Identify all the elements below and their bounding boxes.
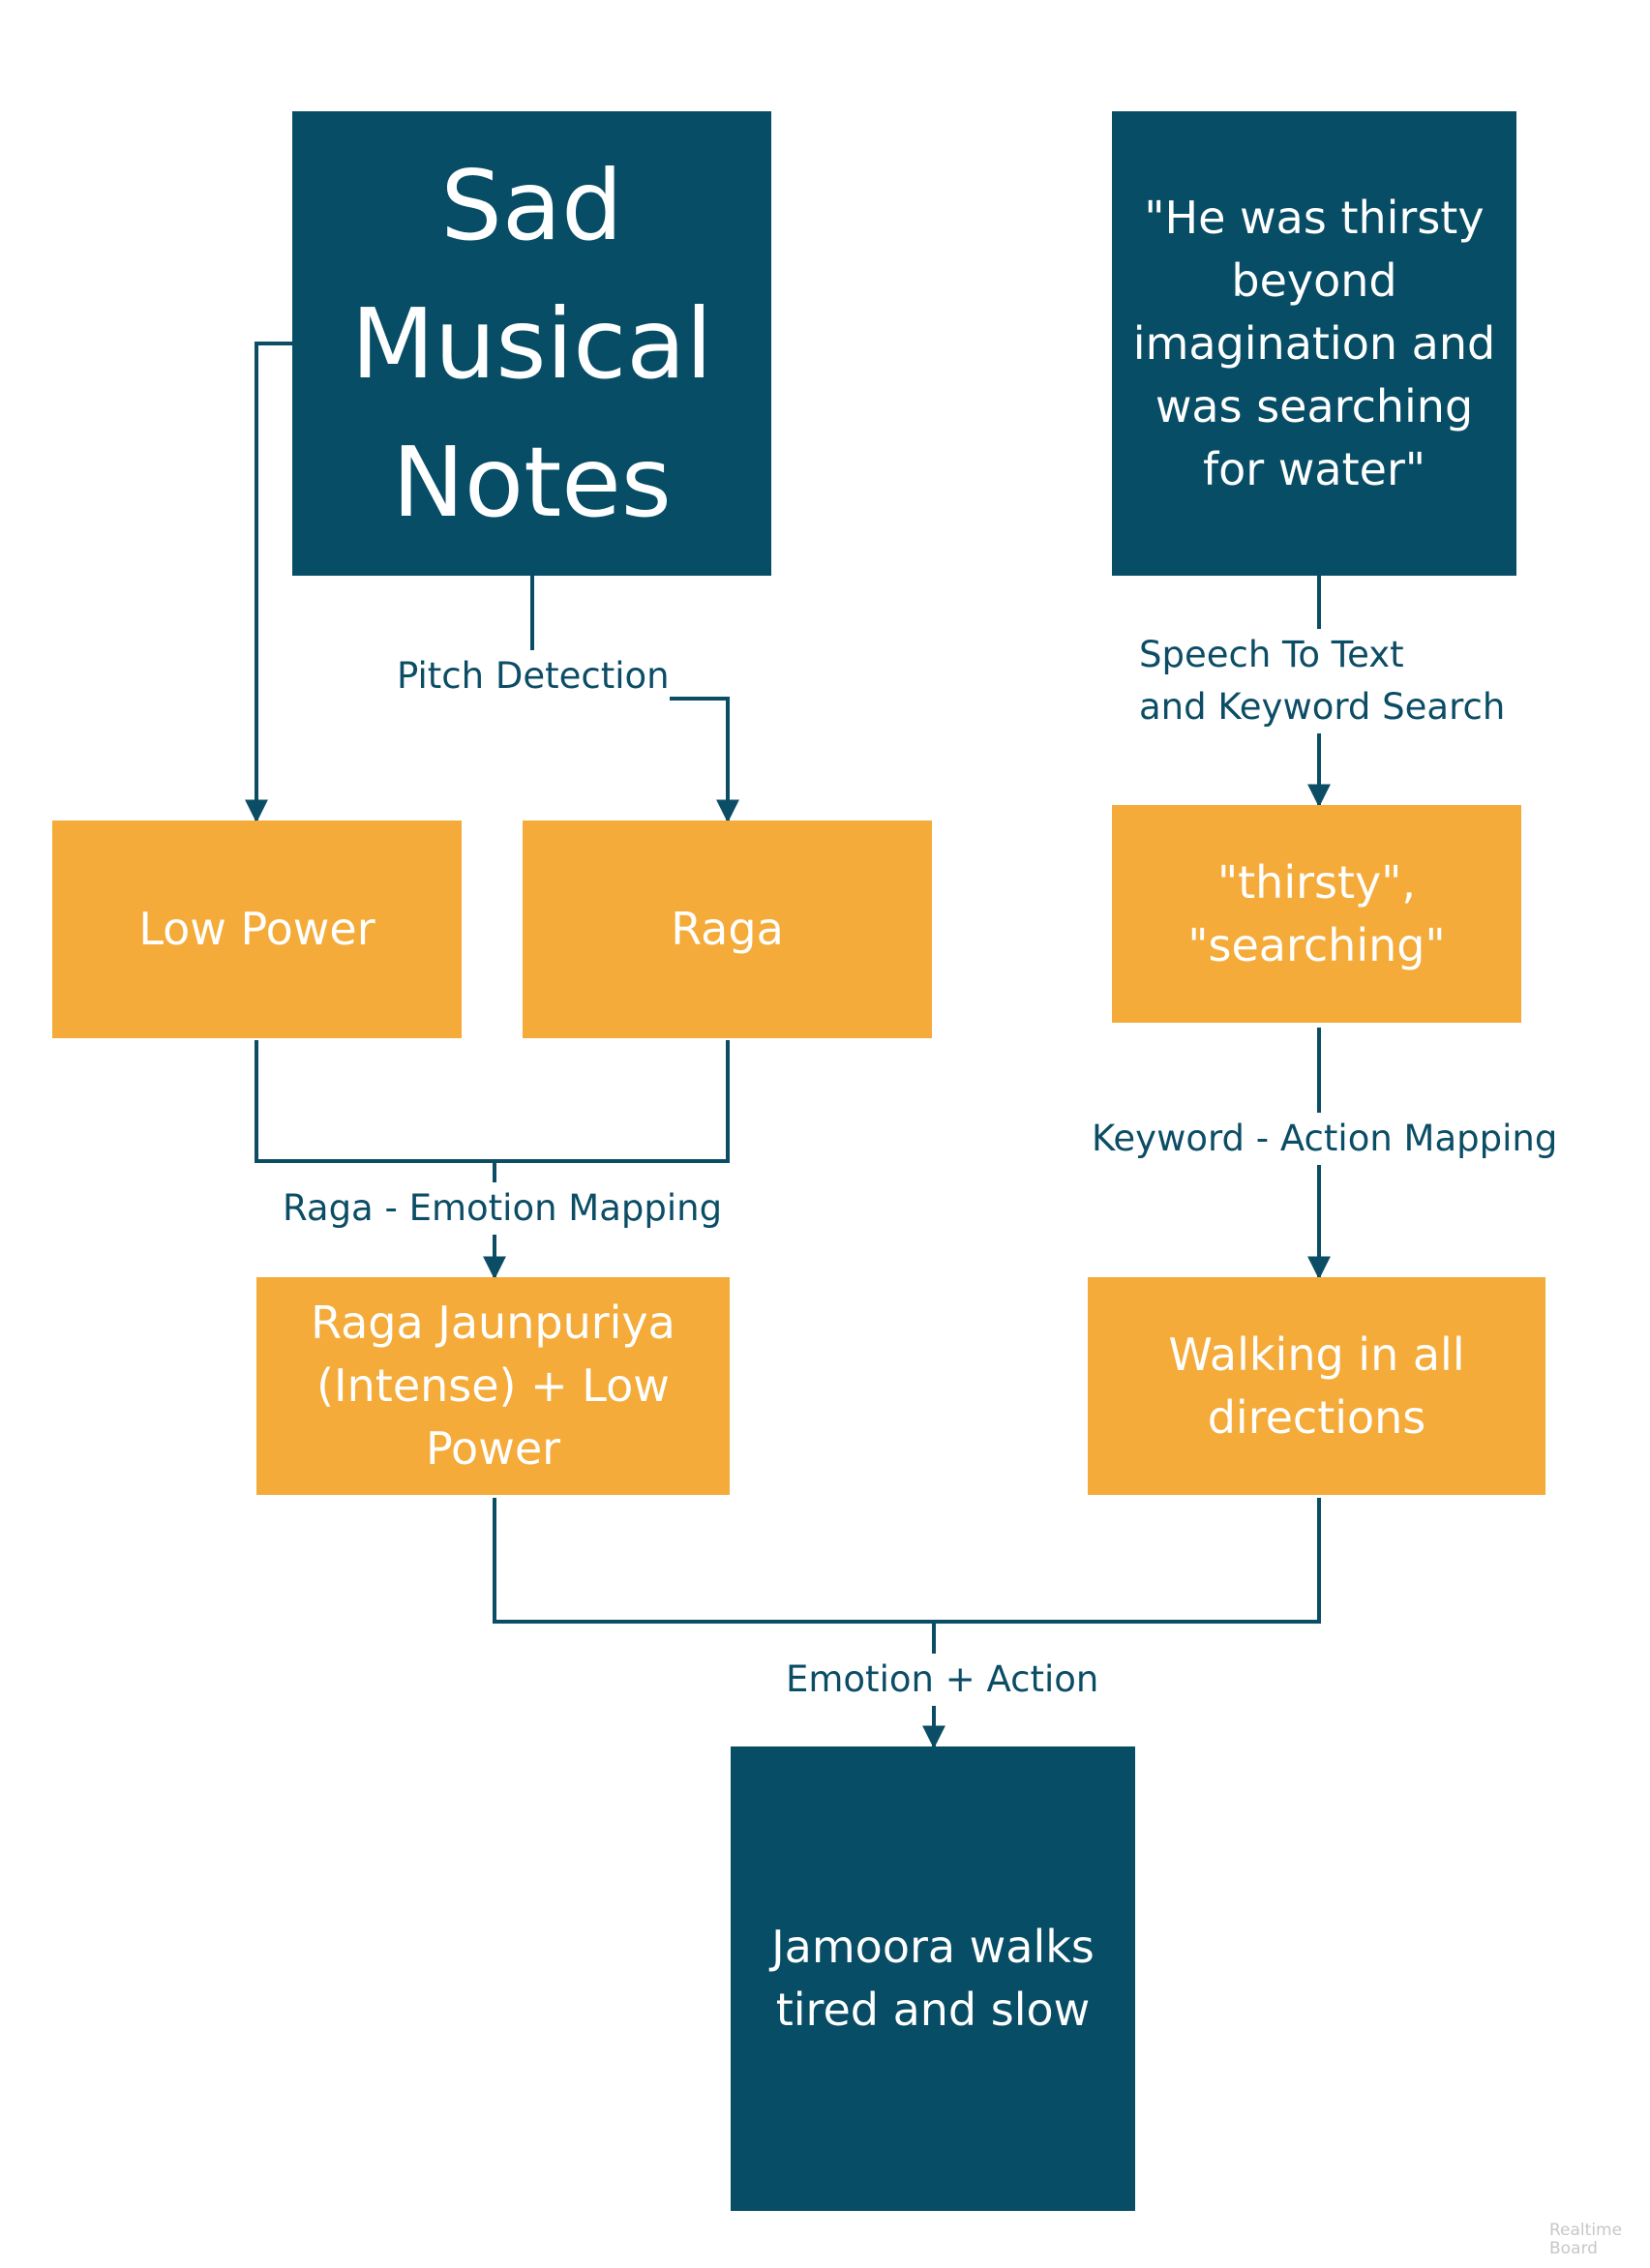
node-walking: Walking in all directions xyxy=(1088,1277,1545,1495)
edge-label-raga-emotion-mapping: Raga - Emotion Mapping xyxy=(283,1182,723,1235)
watermark-text: Realtime Board xyxy=(1549,2221,1623,2258)
edge-label-pitch-detection: Pitch Detection xyxy=(397,650,670,702)
node-raga-text: Raga xyxy=(671,903,784,955)
edge-label-speech-to-text: Speech To Text and Keyword Search xyxy=(1139,629,1506,733)
edge-label-emotion-action: Emotion + Action xyxy=(786,1654,1099,1706)
node-sad-musical-notes: Sad Musical Notes xyxy=(292,111,771,576)
node-raga-jaunpuriya-text: Raga Jaunpuriya (Intense) + Low Power xyxy=(311,1297,675,1475)
node-walking-text: Walking in all directions xyxy=(1168,1328,1465,1444)
node-jamoora: Jamoora walks tired and slow xyxy=(731,1746,1135,2211)
node-low-power: Low Power xyxy=(52,821,462,1038)
node-quote-text: "He was thirsty beyond imagination and w… xyxy=(1132,191,1496,495)
arrow-notes-to-low-power xyxy=(245,342,292,823)
node-low-power-text: Low Power xyxy=(138,903,375,955)
node-quote: "He was thirsty beyond imagination and w… xyxy=(1112,111,1516,576)
merge-low-power-raga xyxy=(255,1040,730,1163)
merge-emotion-action xyxy=(493,1498,1321,1624)
node-keywords-text: "thirsty", "searching" xyxy=(1187,855,1446,971)
node-raga-jaunpuriya: Raga Jaunpuriya (Intense) + Low Power xyxy=(256,1277,730,1495)
edge-label-keyword-action-mapping: Keyword - Action Mapping xyxy=(1092,1113,1558,1165)
node-keywords: "thirsty", "searching" xyxy=(1112,805,1521,1023)
node-raga: Raga xyxy=(523,821,932,1038)
node-jamoora-text: Jamoora walks tired and slow xyxy=(771,1921,1095,2036)
node-sad-musical-notes-text: Sad Musical Notes xyxy=(350,148,713,539)
